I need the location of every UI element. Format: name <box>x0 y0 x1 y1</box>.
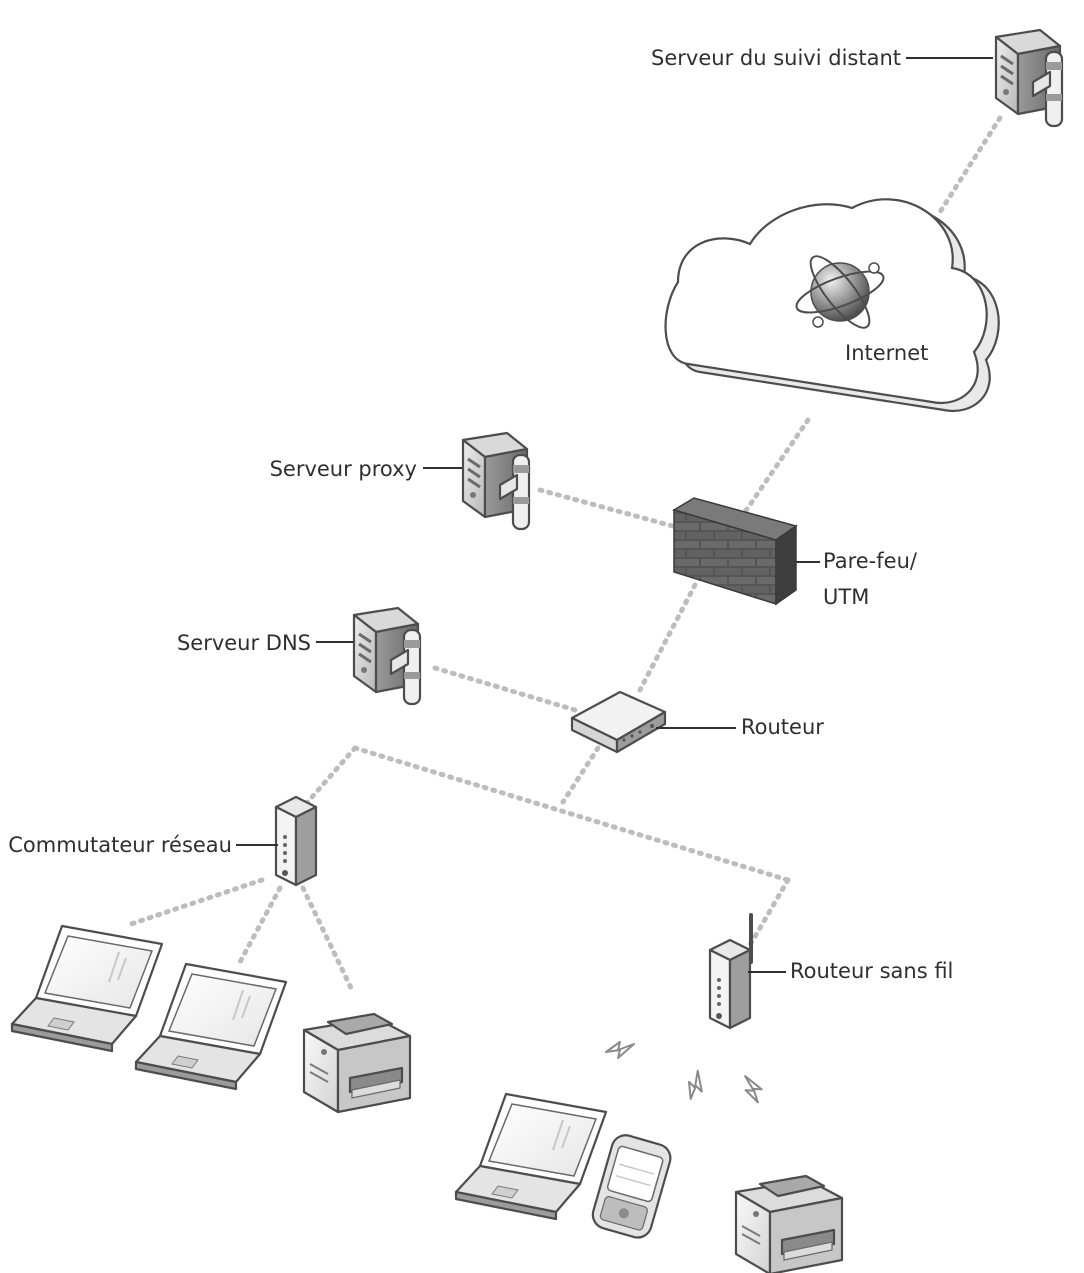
internet-label: Internet <box>845 341 928 365</box>
link-firewall-router <box>637 582 698 693</box>
proxy-server-label: Serveur proxy <box>270 457 417 481</box>
firewall-brick-wall-icon <box>672 497 798 606</box>
dns-server-label: Serveur DNS <box>177 631 311 655</box>
wireless-signal-icon <box>605 1041 635 1059</box>
smartphone-icon <box>591 1134 672 1239</box>
wired-clients <box>10 924 412 1114</box>
server-icon <box>352 606 422 706</box>
wireless-signal-icon <box>742 1072 765 1105</box>
server-icon <box>994 28 1064 128</box>
firewall-label-line1: Pare-feu/ <box>823 549 918 573</box>
proxy-server: Serveur proxy <box>270 431 531 531</box>
wireless-router: Routeur sans fil <box>708 913 953 1030</box>
link-backbone-wireless-router <box>747 877 791 948</box>
laptop-icon <box>454 1092 608 1221</box>
network-switch: Commutateur réseau <box>8 795 318 887</box>
server-icon <box>461 431 531 531</box>
link-router-drop <box>560 745 601 805</box>
wireless-clients <box>454 1092 844 1273</box>
link-switch-laptop-1 <box>125 877 265 928</box>
globe-icon <box>795 255 885 329</box>
laptop-icon <box>10 924 164 1053</box>
link-switch-printer <box>300 885 355 993</box>
router-icon <box>570 690 667 754</box>
link-switch-laptop-2 <box>237 885 283 965</box>
network-links <box>125 115 1003 993</box>
wireless-router-label: Routeur sans fil <box>790 959 953 983</box>
link-remote-server-internet <box>937 115 1003 215</box>
wireless-signals <box>605 1041 765 1105</box>
network-switch-icon <box>274 795 318 887</box>
link-proxy-firewall <box>537 487 683 531</box>
router-label: Routeur <box>741 715 824 739</box>
internet-cloud: Internet <box>664 198 1000 413</box>
remote-monitoring-server: Serveur du suivi distant <box>651 28 1064 128</box>
firewall-label-line2: UTM <box>823 585 869 609</box>
printer-icon <box>734 1174 844 1273</box>
dns-server: Serveur DNS <box>177 606 422 706</box>
link-backbone-switch <box>302 745 358 808</box>
remote-server-label: Serveur du suivi distant <box>651 46 901 70</box>
link-dns-router <box>432 665 578 713</box>
link-backbone <box>352 745 791 883</box>
printer-icon <box>302 1012 412 1114</box>
wireless-signal-icon <box>681 1068 711 1103</box>
link-internet-firewall <box>742 417 811 515</box>
firewall-utm: Pare-feu/ UTM <box>672 497 918 609</box>
wireless-router-icon <box>708 938 752 1030</box>
network-switch-label: Commutateur réseau <box>8 833 232 857</box>
laptop-icon <box>134 962 288 1091</box>
router: Routeur <box>570 690 824 754</box>
